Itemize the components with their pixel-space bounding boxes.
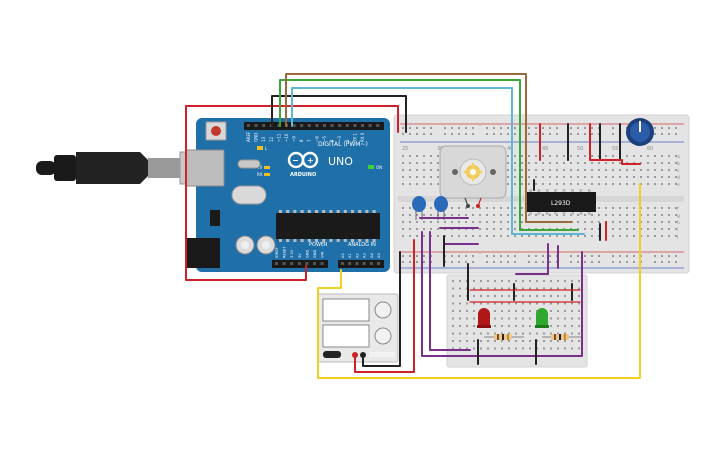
bb-col-label: 30: [437, 146, 443, 152]
pin-label: 5V: [298, 253, 302, 258]
pin-label: A0: [341, 253, 345, 258]
pin-label: ~9: [292, 136, 297, 142]
wire-red-battery: [354, 239, 415, 373]
battery-pack[interactable]: [317, 293, 399, 363]
wire-purple: [429, 231, 471, 351]
wire-yellow: [317, 183, 641, 379]
pin-label: IOREF: [275, 247, 279, 258]
digital-header-label: DIGITAL (PWM~): [318, 141, 368, 148]
pin-label: A4: [370, 253, 374, 258]
green-led[interactable]: [535, 308, 549, 328]
bb-row-label: d: [677, 175, 680, 181]
bb-col-label: 60: [647, 146, 653, 152]
pin-label: TX 1: [352, 133, 357, 143]
led-rx-label: RX: [257, 172, 263, 177]
pin-label: VIN: [321, 251, 325, 258]
resistor[interactable]: [542, 334, 582, 340]
analog-header: [338, 260, 384, 268]
potentiometer-knob[interactable]: [626, 118, 654, 146]
wires: [185, 73, 641, 379]
led-on-label: ON: [376, 165, 382, 170]
board-model-label: UNO: [328, 155, 353, 168]
power-header-label: POWER: [309, 242, 328, 248]
breadboard-holes: [402, 127, 677, 263]
pin-label: ~11: [276, 133, 281, 142]
bb-row-label: i: [677, 227, 678, 233]
wire-purple: [421, 231, 583, 357]
bb-row-label: e: [677, 183, 680, 188]
bb-row-label: h: [677, 220, 680, 226]
bb-col-label: 50: [577, 146, 583, 152]
pin-label: AREF: [246, 131, 251, 142]
svg-text:+: +: [307, 156, 314, 165]
digital-header: [244, 122, 384, 130]
pin-label: 3.3V: [290, 249, 294, 258]
wire-black-battery: [362, 251, 401, 367]
wire-purple: [515, 243, 549, 275]
usb-socket: [185, 149, 225, 187]
wire-green: [279, 79, 579, 231]
pin-label: A5: [377, 253, 381, 258]
bb-row-label: c: [677, 169, 680, 174]
pin-label: 8: [299, 139, 304, 142]
pin-label: ~6: [314, 136, 319, 142]
bb-row-label: j: [676, 234, 678, 240]
pin-label: 12: [269, 136, 274, 142]
bb-col-label: 55: [612, 146, 618, 152]
pin-label: GND: [305, 250, 309, 258]
svg-text:−: −: [292, 156, 299, 165]
pin-label: 13: [261, 136, 266, 142]
l293d-driver-chip[interactable]: L293D: [526, 189, 596, 215]
driver-chip-label: L293D: [551, 200, 571, 207]
motor-shaft-icon: [463, 162, 483, 182]
wire-cyan: [291, 87, 585, 235]
pin-label: ~10: [284, 133, 289, 142]
bb-row-label: g: [677, 214, 680, 219]
red-led[interactable]: [477, 308, 491, 328]
led-tx-label: TX: [256, 165, 262, 170]
wire-black-gnd: [271, 95, 407, 133]
bb-col-label: 25: [402, 146, 408, 152]
pin-label: 4: [330, 139, 335, 142]
bb-row-label: a: [677, 155, 680, 160]
analog-header-label: ANALOG IN: [348, 242, 376, 248]
wire-red-5v: [185, 105, 399, 281]
pin-label: ~3: [337, 136, 342, 142]
pin-label: GND: [313, 250, 317, 258]
atmega-chip: [276, 213, 380, 239]
pin-label: A3: [363, 253, 367, 258]
pin-label: 2: [345, 139, 350, 142]
pin-label: GND: [254, 133, 259, 142]
pin-label: A1: [348, 253, 352, 258]
dc-motor[interactable]: [439, 145, 507, 208]
pin-label: RX 0: [360, 132, 365, 142]
dc-power-jack: [186, 238, 220, 268]
led-l-label: L: [265, 146, 268, 151]
bb-col-label: 45: [542, 146, 548, 152]
pin-label: ~5: [322, 136, 327, 142]
bb-col-label: 40: [507, 146, 513, 152]
wire-red-jumper: [589, 123, 641, 165]
wire-brown: [285, 73, 573, 223]
arduino-logo: − +: [287, 151, 319, 169]
pin-label: 7: [307, 139, 312, 142]
pin-label: RESET: [283, 246, 287, 258]
brand-label: ARDUINO: [290, 172, 316, 178]
crystal: [237, 159, 261, 169]
resistor[interactable]: [484, 334, 524, 340]
bb-row-label: f: [677, 206, 679, 212]
bb-row-label: b: [677, 161, 680, 167]
pin-label: A2: [355, 253, 359, 258]
